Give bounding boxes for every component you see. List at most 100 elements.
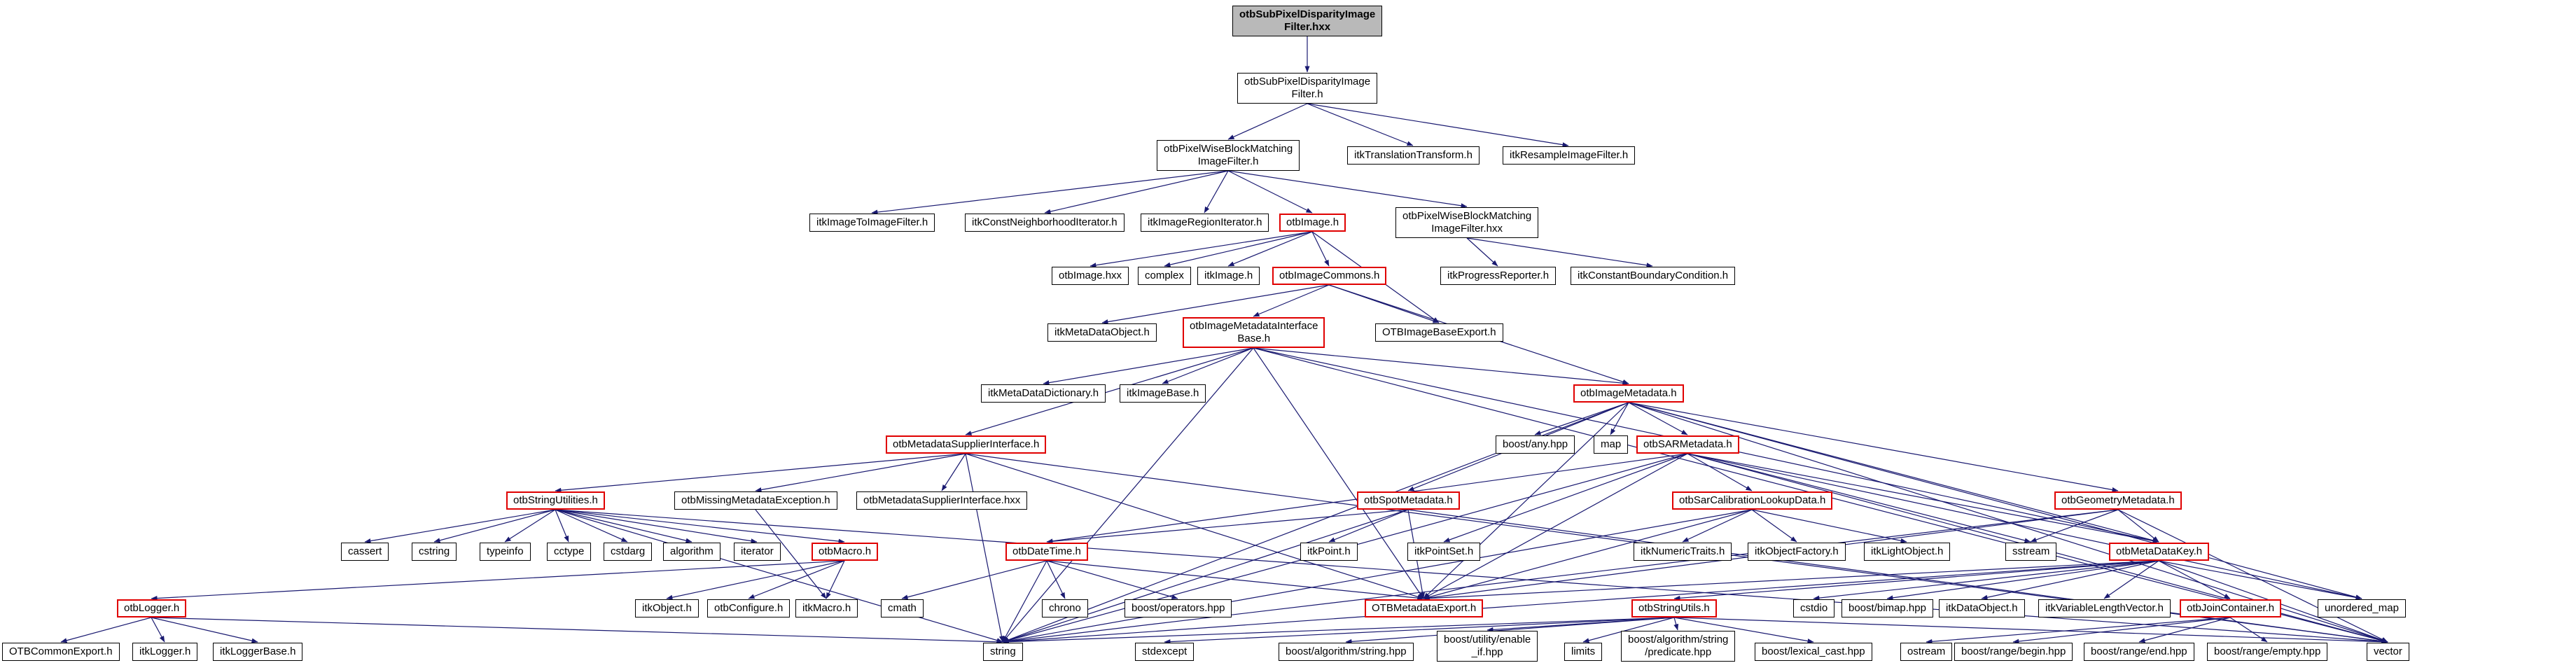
graph-node-itk_imagebase[interactable]: itkImageBase.h xyxy=(1120,384,1206,403)
graph-node-itk_img2img[interactable]: itkImageToImageFilter.h xyxy=(809,214,935,232)
graph-node-itk_metadataobject[interactable]: itkMetaDataObject.h xyxy=(1047,323,1157,342)
graph-node-boost_rangebegin[interactable]: boost/range/begin.hpp xyxy=(1954,643,2073,661)
include-edge-imi_base-image_metadata xyxy=(1253,347,1629,386)
include-edge-geometry_meta-sstream xyxy=(2030,509,2119,543)
graph-node-string_utils[interactable]: otbStringUtils.h xyxy=(1631,599,1717,617)
graph-node-image_metadata[interactable]: otbImageMetadata.h xyxy=(1573,384,1684,403)
graph-node-cstdarg[interactable]: cstdarg xyxy=(604,543,653,561)
include-edge-sar_metadata-itk_pointset xyxy=(1443,453,1688,543)
include-edge-sar_calib-itk_lightobject xyxy=(1751,509,1907,543)
graph-node-stdexcept[interactable]: stdexcept xyxy=(1135,643,1195,661)
graph-node-itk_point[interactable]: itkPoint.h xyxy=(1300,543,1358,561)
graph-node-cmath[interactable]: cmath xyxy=(881,599,924,617)
graph-node-itk_constneigh[interactable]: itkConstNeighborhoodIterator.h xyxy=(965,214,1125,232)
graph-node-otb_image_h[interactable]: otbImage.h xyxy=(1279,214,1346,232)
graph-node-unordered_map[interactable]: unordered_map xyxy=(2318,599,2406,617)
graph-node-geometry_meta[interactable]: otbGeometryMetadata.h xyxy=(2054,491,2182,510)
graph-node-boost_string[interactable]: boost/algorithm/string.hpp xyxy=(1279,643,1414,661)
graph-node-itk_pointset[interactable]: itkPointSet.h xyxy=(1407,543,1481,561)
include-edge-otb_logger-itk_logger xyxy=(151,617,165,643)
graph-node-boost_any[interactable]: boost/any.hpp xyxy=(1496,435,1575,454)
include-edge-metadata_key-unordered_map xyxy=(2158,560,2362,600)
include-edge-meta_supplier-string_utilities xyxy=(555,453,966,493)
graph-node-common_export[interactable]: OTBCommonExport.h xyxy=(2,643,120,661)
graph-node-subpix_hxx[interactable]: otbSubPixelDisparityImage Filter.hxx xyxy=(1232,6,1383,36)
graph-node-image_commons[interactable]: otbImageCommons.h xyxy=(1272,267,1387,285)
include-edge-string_utilities-otb_macro xyxy=(555,509,845,544)
graph-node-meta_supplier_hxx[interactable]: otbMetadataSupplierInterface.hxx xyxy=(856,491,1028,510)
graph-node-otb_image_hxx[interactable]: otbImage.hxx xyxy=(1052,267,1129,285)
graph-node-pwbm_hxx[interactable]: otbPixelWiseBlockMatching ImageFilter.hx… xyxy=(1395,207,1539,238)
graph-node-itk_object[interactable]: itkObject.h xyxy=(635,599,699,617)
graph-node-boost_lexical[interactable]: boost/lexical_cast.hpp xyxy=(1755,643,1872,661)
include-edge-string_utilities-iterator xyxy=(555,509,758,544)
graph-node-boost_bimap[interactable]: boost/bimap.hpp xyxy=(1842,599,1933,617)
include-edge-string_utilities-cstring xyxy=(433,509,556,543)
include-edge-string_utils-boost_predicate xyxy=(1673,617,1679,631)
graph-node-complex[interactable]: complex xyxy=(1138,267,1191,285)
graph-node-itk_objectfactory[interactable]: itkObjectFactory.h xyxy=(1748,543,1846,561)
include-edge-sar_calib-itk_objectfactory xyxy=(1751,509,1797,543)
graph-node-boost_operators[interactable]: boost/operators.hpp xyxy=(1125,599,1232,617)
graph-node-metadata_key[interactable]: otbMetaDataKey.h xyxy=(2109,543,2210,561)
graph-node-typeinfo[interactable]: typeinfo xyxy=(480,543,531,561)
graph-node-otb_logger[interactable]: otbLogger.h xyxy=(117,599,187,617)
graph-node-sar_metadata[interactable]: otbSARMetadata.h xyxy=(1636,435,1739,454)
graph-node-itk_lightobject[interactable]: itkLightObject.h xyxy=(1864,543,1951,561)
graph-node-sar_calib[interactable]: otbSarCalibrationLookupData.h xyxy=(1672,491,1833,510)
graph-node-join_container[interactable]: otbJoinContainer.h xyxy=(2180,599,2282,617)
graph-node-boost_rangeend[interactable]: boost/range/end.hpp xyxy=(2084,643,2194,661)
graph-node-missing_meta[interactable]: otbMissingMetadataException.h xyxy=(674,491,837,510)
graph-node-cassert[interactable]: cassert xyxy=(341,543,389,561)
include-edge-string_utilities-algorithm xyxy=(555,509,692,543)
graph-node-cctype[interactable]: cctype xyxy=(547,543,592,561)
graph-node-itk_varlenvec[interactable]: itkVariableLengthVector.h xyxy=(2038,599,2171,617)
graph-node-boost_enableif[interactable]: boost/utility/enable _if.hpp xyxy=(1437,631,1538,662)
graph-node-string_utilities[interactable]: otbStringUtilities.h xyxy=(506,491,605,510)
graph-node-vector[interactable]: vector xyxy=(2367,643,2409,661)
graph-node-itk_constbound[interactable]: itkConstantBoundaryCondition.h xyxy=(1571,267,1736,285)
graph-node-itk_resample[interactable]: itkResampleImageFilter.h xyxy=(1503,146,1636,165)
graph-node-string[interactable]: string xyxy=(983,643,1023,661)
graph-node-meta_supplier[interactable]: otbMetadataSupplierInterface.h xyxy=(886,435,1047,454)
graph-node-ostream[interactable]: ostream xyxy=(1900,643,1953,661)
graph-node-itk_loggerbase[interactable]: itkLoggerBase.h xyxy=(213,643,303,661)
graph-node-itk_numerictraits[interactable]: itkNumericTraits.h xyxy=(1634,543,1732,561)
include-edge-join_container-ostream xyxy=(1926,617,2231,644)
graph-node-itk_regioniter[interactable]: itkImageRegionIterator.h xyxy=(1141,214,1269,232)
include-edge-string_utilities-vector xyxy=(555,509,2388,644)
graph-node-cstdio[interactable]: cstdio xyxy=(1793,599,1835,617)
graph-node-pwbm_h[interactable]: otbPixelWiseBlockMatching ImageFilter.h xyxy=(1157,140,1300,171)
graph-node-imi_base[interactable]: otbImageMetadataInterface Base.h xyxy=(1183,317,1325,348)
graph-node-spot_metadata[interactable]: otbSpotMetadata.h xyxy=(1357,491,1460,510)
graph-node-boost_rangeempty[interactable]: boost/range/empty.hpp xyxy=(2207,643,2328,661)
graph-node-sstream[interactable]: sstream xyxy=(2005,543,2057,561)
graph-node-imagebase_export[interactable]: OTBImageBaseExport.h xyxy=(1375,323,1503,342)
include-edge-otb_logger-common_export xyxy=(60,617,152,643)
graph-node-map[interactable]: map xyxy=(1594,435,1629,454)
graph-node-otb_macro[interactable]: otbMacro.h xyxy=(812,543,879,561)
graph-node-subpix_h[interactable]: otbSubPixelDisparityImage Filter.h xyxy=(1237,73,1378,104)
graph-node-itk_translation[interactable]: itkTranslationTransform.h xyxy=(1347,146,1480,165)
graph-node-limits[interactable]: limits xyxy=(1564,643,1603,661)
include-edge-string_utils-limits xyxy=(1582,617,1675,643)
include-edge-meta_supplier-missing_meta xyxy=(755,453,966,492)
graph-node-algorithm[interactable]: algorithm xyxy=(663,543,720,561)
graph-node-chrono[interactable]: chrono xyxy=(1042,599,1088,617)
graph-node-cstring[interactable]: cstring xyxy=(412,543,457,561)
include-edge-sar_metadata-metadata_key xyxy=(1687,453,2159,543)
graph-node-itk_progress[interactable]: itkProgressReporter.h xyxy=(1440,267,1557,285)
graph-node-itk_image[interactable]: itkImage.h xyxy=(1197,267,1260,285)
graph-node-itk_logger[interactable]: itkLogger.h xyxy=(132,643,198,661)
graph-node-otb_configure[interactable]: otbConfigure.h xyxy=(707,599,791,617)
include-edge-string_utilities-string xyxy=(555,509,1003,643)
graph-node-metadata_export[interactable]: OTBMetadataExport.h xyxy=(1365,599,1484,617)
graph-node-itk_dataobject[interactable]: itkDataObject.h xyxy=(1939,599,2025,617)
graph-node-itk_metadatadict[interactable]: itkMetaDataDictionary.h xyxy=(981,384,1106,403)
graph-node-otb_datetime[interactable]: otbDateTime.h xyxy=(1005,543,1088,561)
include-edge-metadata_key-itk_varlenvec xyxy=(2103,560,2159,599)
graph-node-iterator[interactable]: iterator xyxy=(734,543,781,561)
graph-node-itk_macro[interactable]: itkMacro.h xyxy=(795,599,858,617)
graph-node-boost_predicate[interactable]: boost/algorithm/string /predicate.hpp xyxy=(1621,631,1736,662)
